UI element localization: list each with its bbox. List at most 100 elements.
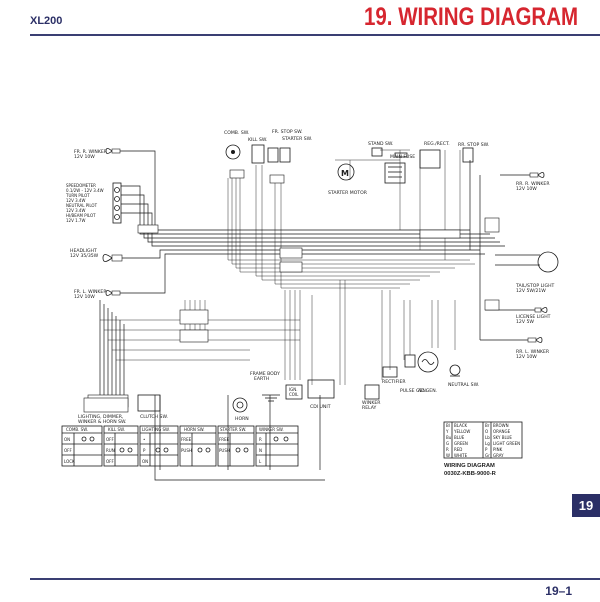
svg-text:COIL: COIL: [289, 392, 299, 397]
svg-text:W: W: [446, 453, 450, 458]
svg-text:CLUTCH SW.: CLUTCH SW.: [140, 414, 168, 420]
svg-text:TURN PILOT: TURN PILOT: [65, 193, 90, 198]
svg-text:Lg: Lg: [485, 441, 490, 446]
svg-text:HORN SW.: HORN SW.: [184, 427, 205, 432]
svg-text:RED: RED: [454, 447, 462, 452]
svg-text:STARTER MOTOR: STARTER MOTOR: [328, 190, 368, 196]
svg-text:LIGHTING SW.: LIGHTING SW.: [142, 427, 170, 432]
svg-text:FR. L. WINKER: FR. L. WINKER: [74, 289, 107, 295]
svg-text:STARTER SW.: STARTER SW.: [220, 427, 246, 432]
svg-text:STARTER SW.: STARTER SW.: [282, 136, 312, 142]
clutch-sw: CLUTCH SW.: [137, 394, 168, 420]
svg-text:PUSH: PUSH: [181, 448, 192, 453]
page-title: 19. WIRING DIAGRAM: [363, 3, 578, 31]
model-name: XL200: [30, 15, 63, 27]
svg-text:KILL SW.: KILL SW.: [108, 427, 125, 432]
svg-text:TAIL/STOP LIGHT: TAIL/STOP LIGHT: [515, 283, 555, 289]
fr-l-winker: FR. L. WINKER 12V 10W: [74, 289, 121, 300]
svg-text:COMB. SW.: COMB. SW.: [224, 130, 249, 136]
svg-text:BLUE: BLUE: [454, 435, 465, 440]
svg-text:12V 3.4W: 12V 3.4W: [66, 208, 85, 213]
rectifier: RECTIFIER: [382, 366, 406, 385]
svg-text:LIGHT GREEN: LIGHT GREEN: [493, 441, 520, 446]
speedometer: SPEEDOMETER 0.1/2W - 12V 3.4W TURN PILOT…: [65, 182, 122, 224]
svg-text:PUSH: PUSH: [219, 448, 230, 453]
svg-text:Gr: Gr: [485, 453, 490, 458]
tail-stop-light: TAIL/STOP LIGHT 12V 5W/21W: [515, 251, 559, 294]
svg-text:P: P: [143, 448, 146, 453]
diagram-caption-title: WIRING DIAGRAM: [444, 463, 495, 469]
svg-text:WINKER: WINKER: [362, 400, 381, 406]
svg-text:LIGHTING, DIMMER,: LIGHTING, DIMMER,: [78, 414, 124, 420]
svg-text:Y: Y: [445, 429, 449, 434]
svg-text:WHITE: WHITE: [454, 453, 468, 458]
svg-text:RUN: RUN: [106, 448, 115, 453]
neutral-sw: NEUTRAL SW.: [448, 364, 479, 388]
headlight: HEADLIGHT 12V 35/35W: [70, 248, 123, 262]
svg-text:Lb: Lb: [485, 435, 490, 440]
battery: [384, 162, 406, 184]
svg-text:GRAY: GRAY: [493, 453, 504, 458]
svg-text:ON: ON: [64, 437, 70, 442]
svg-text:MAIN FUSE: MAIN FUSE: [390, 154, 415, 160]
svg-text:12V 10W: 12V 10W: [516, 186, 537, 192]
ac-gen: AC GEN.: [417, 351, 439, 394]
svg-text:M: M: [341, 169, 349, 178]
svg-text:HI/BEAM PILOT: HI/BEAM PILOT: [66, 213, 96, 218]
svg-text:Br: Br: [485, 423, 490, 428]
svg-text:G: G: [446, 441, 449, 446]
stand-sw: STAND SW.: [368, 141, 393, 157]
svg-text:GREEN: GREEN: [454, 441, 468, 446]
svg-text:NEUTRAL SW.: NEUTRAL SW.: [448, 382, 479, 388]
license-light: LICENSE LIGHT 12V 5W: [516, 307, 551, 325]
svg-text:HORN: HORN: [235, 416, 249, 422]
connectors: [87, 169, 500, 408]
svg-text:N: N: [259, 448, 262, 453]
cdi-unit: CDI UNIT: [307, 379, 335, 410]
svg-text:RR. R. WINKER: RR. R. WINKER: [516, 181, 550, 187]
svg-text:REG./RECT.: REG./RECT.: [424, 141, 450, 147]
svg-text:12V 5W/21W: 12V 5W/21W: [516, 288, 546, 294]
kill-sw: KILL SW.: [248, 137, 267, 164]
svg-text:R: R: [446, 447, 449, 452]
main-fuse: MAIN FUSE: [390, 152, 415, 160]
svg-text:LICENSE LIGHT: LICENSE LIGHT: [516, 314, 551, 320]
svg-text:Bu: Bu: [446, 435, 452, 440]
svg-text:AC GEN.: AC GEN.: [418, 388, 437, 394]
svg-text:PULSE GEN.: PULSE GEN.: [400, 388, 427, 394]
fr-stop-sw: FR. STOP SW.: [267, 129, 303, 163]
reg-rect: REG./RECT.: [419, 141, 450, 169]
rr-r-winker: RR. R. WINKER 12V 10W: [516, 172, 550, 192]
svg-text:•: •: [143, 437, 145, 442]
rr-stop-sw: RR. STOP SW.: [458, 142, 489, 163]
svg-text:CDI UNIT: CDI UNIT: [310, 404, 331, 410]
svg-text:OFF: OFF: [106, 437, 114, 442]
fr-r-winker: FR. R. WINKER 12V 10W: [74, 148, 121, 160]
horn: HORN: [232, 397, 249, 422]
svg-text:12V 10W: 12V 10W: [74, 154, 95, 160]
svg-text:PINK: PINK: [493, 447, 503, 452]
switch-table-starter: STARTER SW. FREE PUSH: [217, 425, 255, 467]
svg-text:HEADLIGHT: HEADLIGHT: [70, 248, 97, 254]
svg-text:SKY BLUE: SKY BLUE: [493, 435, 512, 440]
svg-text:RECTIFIER: RECTIFIER: [382, 379, 406, 385]
wire-harness: [99, 149, 540, 481]
svg-text:WINKER & HORN SW.: WINKER & HORN SW.: [78, 419, 127, 425]
pulse-gen: PULSE GEN.: [400, 354, 427, 394]
lighting-dimmer-sw: LIGHTING, DIMMER, WINKER & HORN SW.: [78, 397, 129, 425]
svg-text:LOCK: LOCK: [64, 459, 75, 464]
winker-relay: WINKER RELAY: [362, 384, 381, 411]
svg-text:12V 35/35W: 12V 35/35W: [70, 253, 99, 259]
svg-text:L: L: [259, 459, 262, 464]
svg-text:FREE: FREE: [219, 437, 230, 442]
svg-text:12V 10W: 12V 10W: [516, 354, 537, 360]
svg-text:EARTH: EARTH: [254, 376, 269, 382]
ignition-coil: IGN. COIL: [285, 384, 303, 400]
color-key-table: Bl BLACK Br BROWN Y YELLOW O ORANGE Bu B…: [443, 421, 523, 459]
svg-text:RR. L. WINKER: RR. L. WINKER: [516, 349, 550, 355]
svg-text:ON: ON: [142, 459, 148, 464]
svg-text:ORANGE: ORANGE: [493, 429, 511, 434]
svg-text:R: R: [259, 437, 262, 442]
switch-table-winker: WINKER SW. R N L: [255, 425, 299, 467]
svg-text:BLACK: BLACK: [454, 423, 468, 428]
